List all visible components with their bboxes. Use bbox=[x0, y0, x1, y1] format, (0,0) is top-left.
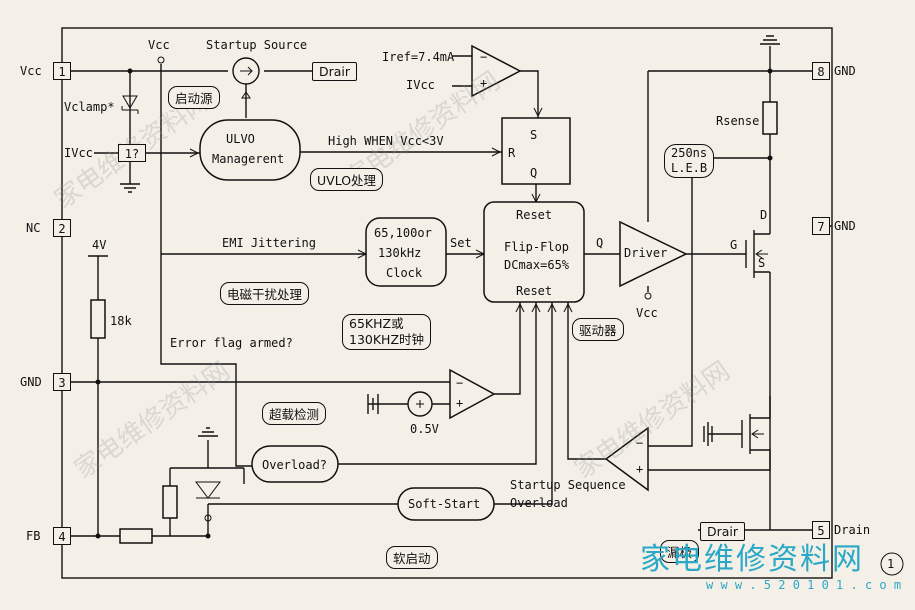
callout-overload: 超载检测 bbox=[262, 402, 327, 425]
rsense-label: Rsense bbox=[716, 114, 760, 128]
driver-label: Driver bbox=[624, 246, 668, 260]
brand-url: w w w . 5 2 0 1 0 1 . c o m bbox=[706, 578, 902, 592]
leb-block: 250ns L.E.B bbox=[664, 144, 715, 178]
callout-clock: 65KHZ或 130KHZ时钟 bbox=[342, 314, 432, 350]
pin-4: 4 bbox=[53, 527, 71, 545]
drain-tag-bottom: Drair bbox=[700, 522, 746, 541]
callout-startup-source: 启动源 bbox=[168, 86, 220, 109]
vcc-driver-label: Vcc bbox=[636, 306, 658, 320]
emi-label: EMI Jittering bbox=[222, 236, 316, 250]
current-source-box: 1? bbox=[118, 144, 146, 162]
callout-drain: 漏极 bbox=[660, 540, 700, 563]
brand-logo-text: 家电维修资料网 bbox=[640, 542, 864, 577]
pin-1-label: Vcc bbox=[20, 64, 42, 78]
comp05-minus: − bbox=[456, 376, 464, 390]
comp05-plus: + bbox=[456, 396, 464, 410]
fet-s-label: S bbox=[758, 256, 766, 270]
clock-line-2: 130kHz bbox=[378, 246, 422, 260]
pin-1: 1 bbox=[53, 62, 71, 80]
leb-line-2: L.E.B bbox=[671, 161, 708, 175]
ff-line-1: Flip-Flop bbox=[504, 240, 570, 254]
ff-reset-top: Reset bbox=[516, 208, 553, 222]
callout-emi: 电磁干扰处理 bbox=[220, 282, 310, 305]
fet-g-label: G bbox=[730, 238, 738, 252]
pin-2-label: NC bbox=[26, 221, 41, 235]
pin-5-label: Drain bbox=[834, 523, 871, 537]
clock-line-1: 65,100or bbox=[374, 226, 432, 240]
ff-line-2: DCmax=65% bbox=[504, 258, 570, 272]
compb-minus: − bbox=[636, 436, 644, 450]
compb-plus: + bbox=[636, 462, 644, 476]
sr-r-label: R bbox=[508, 146, 516, 160]
pin-2: 2 bbox=[53, 219, 71, 237]
uvlo-line-1: ULVO bbox=[226, 132, 255, 146]
ivcc-comp-label: IVcc bbox=[406, 78, 435, 92]
clock-line-3: Clock bbox=[386, 266, 423, 280]
uvlo-line-2: Managerent bbox=[212, 152, 285, 166]
vclamp-label: Vclamp* bbox=[64, 100, 115, 114]
figure-number: 1 bbox=[887, 557, 895, 571]
leb-line-1: 250ns bbox=[671, 146, 708, 160]
ff-q-label: Q bbox=[596, 236, 604, 250]
ivcc-left-label: IVcc bbox=[64, 146, 93, 160]
callout-uvlo: UVLO处理 bbox=[310, 168, 384, 191]
callout-driver: 驱动器 bbox=[572, 318, 624, 341]
high-when-label: High WHEN Vcc<3V bbox=[328, 134, 444, 148]
callout-clock-line-2: 130KHZ时钟 bbox=[349, 332, 425, 347]
callout-softstart: 软启动 bbox=[386, 546, 438, 569]
overload2-label: Overload bbox=[510, 496, 568, 510]
pin-8-label: GND bbox=[834, 64, 856, 78]
pin-7-label: GND bbox=[834, 219, 856, 233]
pin-3: 3 bbox=[53, 373, 71, 391]
comp-plus: + bbox=[480, 76, 488, 90]
pin-8: 8 bbox=[812, 62, 830, 80]
softstart-label: Soft-Start bbox=[408, 497, 481, 511]
comp-minus: − bbox=[480, 50, 488, 64]
v4-label: 4V bbox=[92, 238, 107, 252]
ff-reset-bottom: Reset bbox=[516, 284, 553, 298]
startup-source-label: Startup Source bbox=[206, 38, 308, 52]
set-label: Set bbox=[450, 236, 472, 250]
pin-3-label: GND bbox=[20, 375, 42, 389]
vcc-top-label: Vcc bbox=[148, 38, 170, 52]
callout-clock-line-1: 65KHZ或 bbox=[349, 316, 404, 331]
sr-q-label: Q bbox=[530, 166, 538, 180]
sr-s-label: S bbox=[530, 128, 538, 142]
pin-7: 7 bbox=[812, 217, 830, 235]
v05-label: 0.5V bbox=[410, 422, 439, 436]
pin-5: 5 bbox=[812, 521, 830, 539]
pin-4-label: FB bbox=[26, 529, 41, 543]
r18k-label: 18k bbox=[110, 314, 132, 328]
overload-label: Overload? bbox=[262, 458, 328, 472]
error-flag-label: Error flag armed? bbox=[170, 336, 293, 350]
startup-seq-label: Startup Sequence bbox=[510, 478, 626, 492]
drain-tag: Drair bbox=[312, 62, 358, 81]
fet-d-label: D bbox=[760, 208, 768, 222]
iref-label: Iref=7.4mA bbox=[382, 50, 455, 64]
